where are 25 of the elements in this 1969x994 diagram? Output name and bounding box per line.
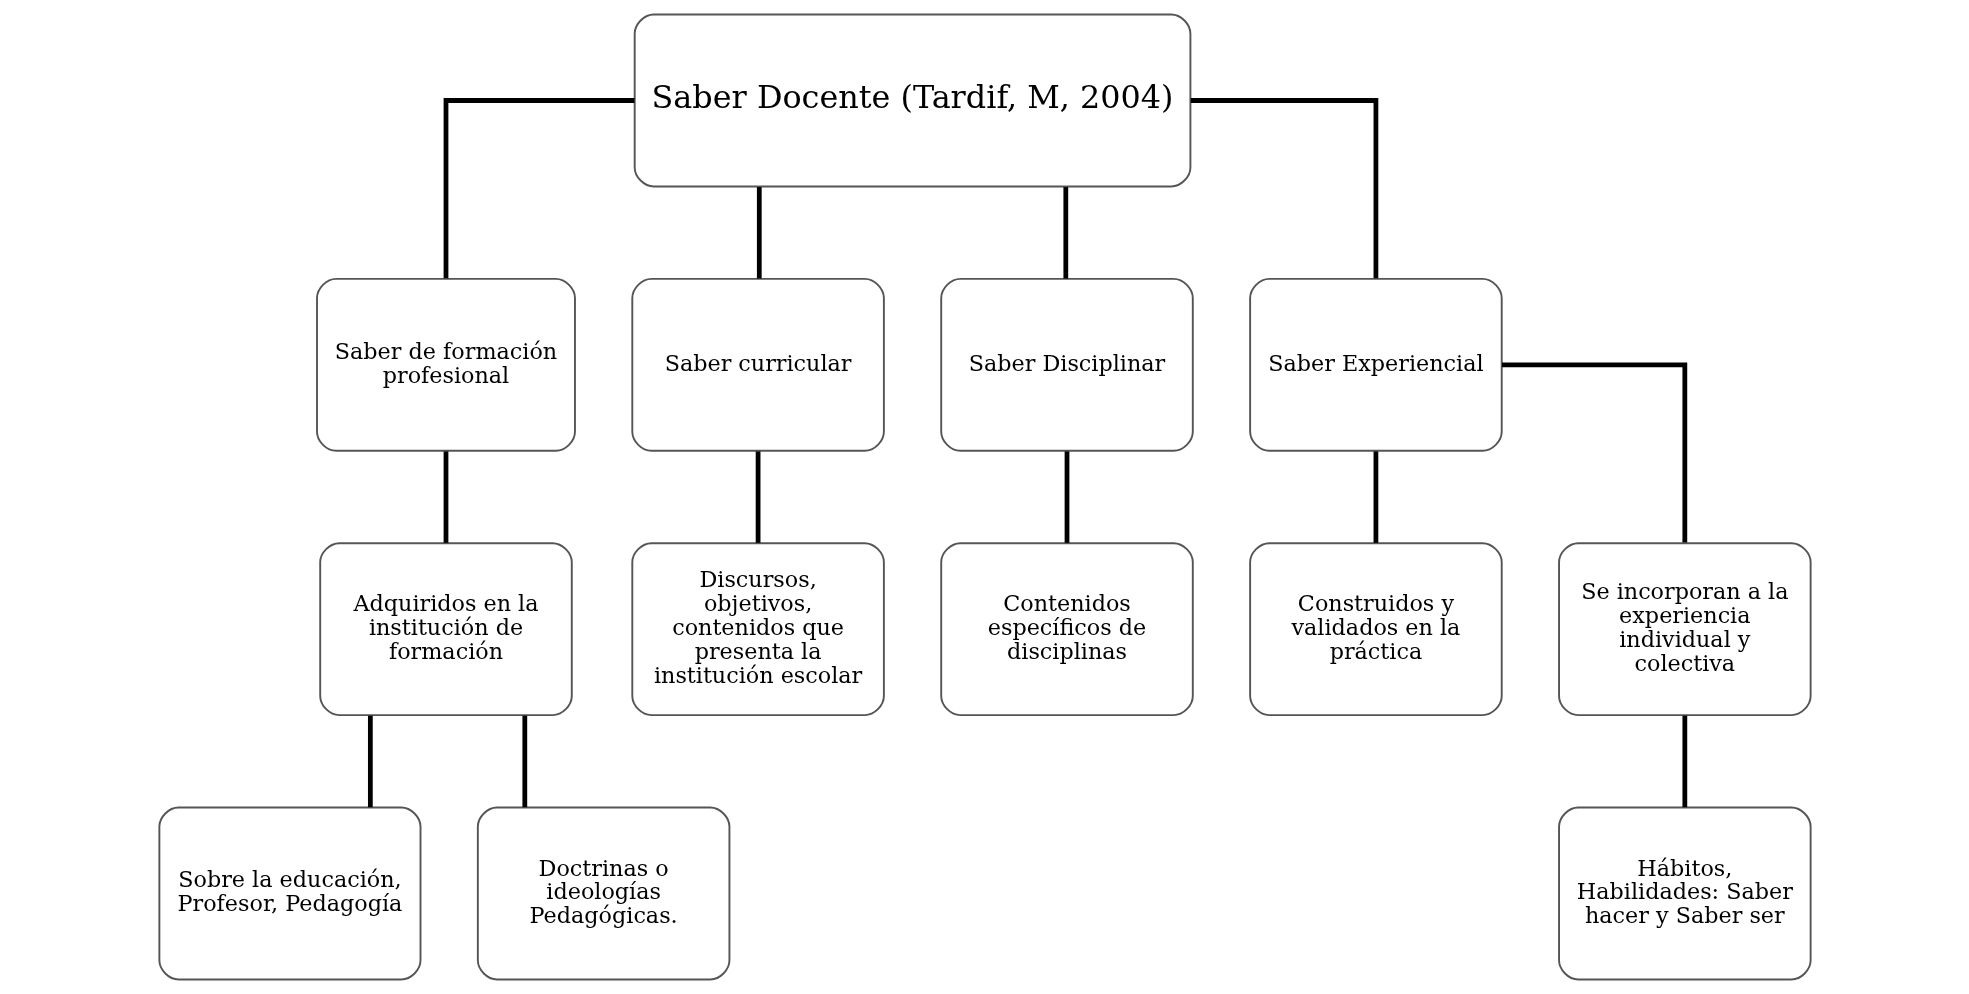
connector <box>521 715 527 808</box>
node-box: Saber Experiencial <box>1248 277 1503 452</box>
node-box: Saber curricular <box>630 277 885 452</box>
node-box: Hábitos, Habilidades: Saber hacer y Saber ser <box>1557 806 1812 981</box>
node-box: Se incorporan a la experiencia individual y colectiva <box>1557 542 1812 717</box>
node-box: Saber de formación profesional <box>315 277 576 452</box>
node-box: Adquiridos en la institución de formación <box>318 542 573 717</box>
connector <box>443 451 448 543</box>
connector <box>1373 451 1378 543</box>
node-box: Sobre la educación, Profesor, Pedagogía <box>157 806 421 981</box>
node-box: Contenidos específicos de disciplinas <box>939 542 1194 717</box>
connector <box>1501 362 1687 543</box>
connector <box>367 715 373 808</box>
node-box: Saber Disciplinar <box>939 277 1194 452</box>
node-box: Saber Docente (Tardif, M, 2004) <box>633 13 1191 188</box>
connector <box>1681 715 1687 808</box>
node-box: Discursos, objetivos, contenidos que presenta la institución escolar <box>630 542 885 717</box>
connector <box>1064 451 1069 543</box>
node-box: Doctrinas o ideologías Pedagógicas. <box>476 806 730 981</box>
connector <box>443 98 634 279</box>
connector <box>1062 187 1068 279</box>
connector <box>756 187 762 279</box>
node-box: Construidos y validados en la práctica <box>1248 542 1503 717</box>
connector <box>1190 98 1378 279</box>
connector <box>755 451 760 543</box>
